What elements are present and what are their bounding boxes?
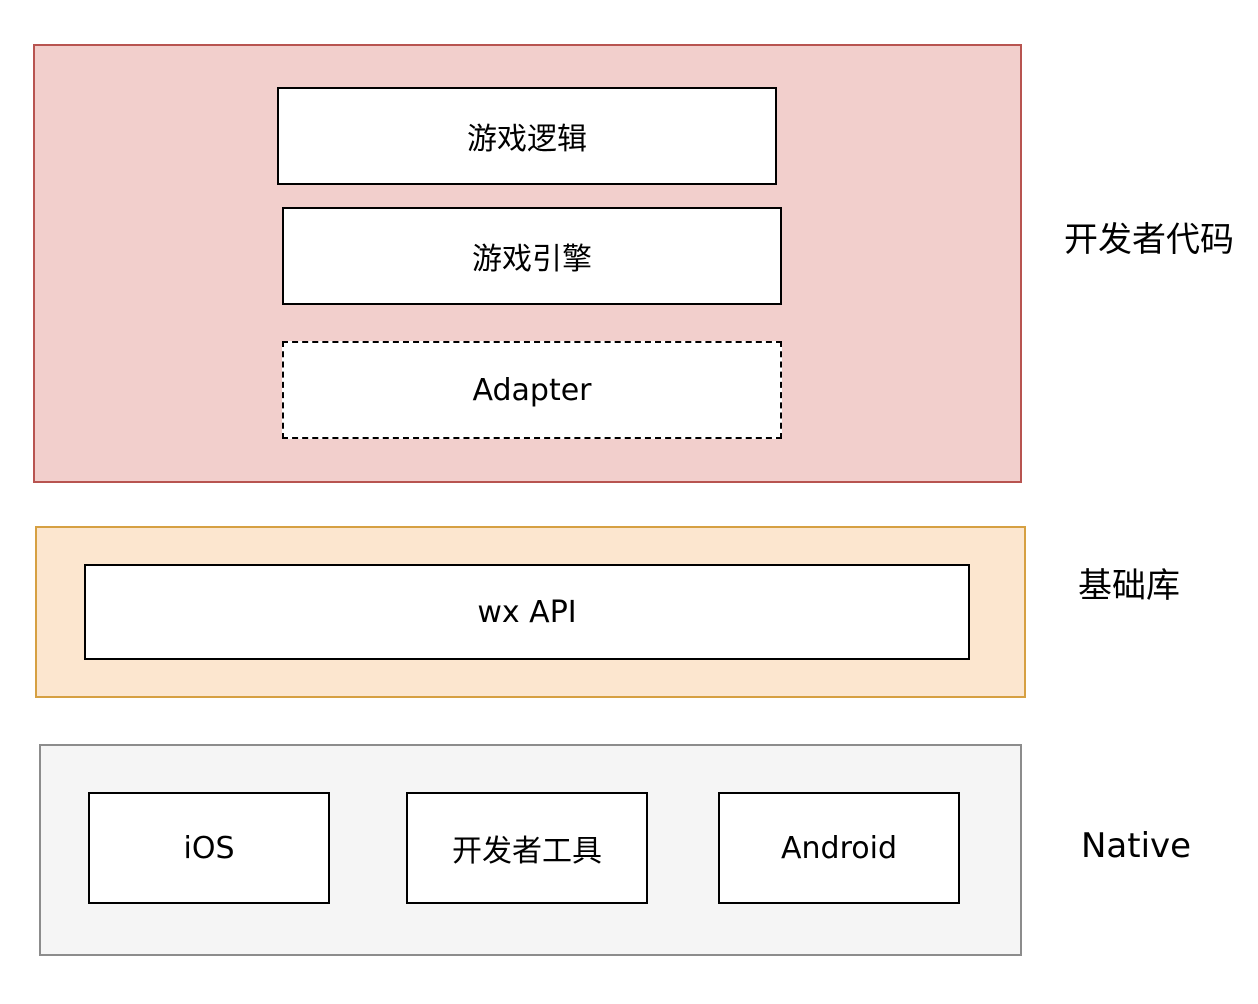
wx-api-label: wx API xyxy=(477,594,577,630)
adapter-box: Adapter xyxy=(282,341,782,439)
wx-api-box: wx API xyxy=(84,564,970,660)
ios-label: iOS xyxy=(183,830,235,866)
adapter-label: Adapter xyxy=(472,372,592,408)
native-layer-label: Native xyxy=(1081,826,1192,866)
developer-code-layer-label: 开发者代码 xyxy=(1064,220,1234,260)
base-library-layer-label: 基础库 xyxy=(1078,566,1180,606)
android-label: Android xyxy=(781,830,897,866)
devtools-label: 开发者工具 xyxy=(452,834,602,869)
ios-box: iOS xyxy=(88,792,330,904)
game-logic-box: 游戏逻辑 xyxy=(277,87,777,185)
game-engine-box: 游戏引擎 xyxy=(282,207,782,305)
game-logic-label: 游戏逻辑 xyxy=(467,122,587,157)
game-engine-label: 游戏引擎 xyxy=(472,242,592,277)
android-box: Android xyxy=(718,792,960,904)
devtools-box: 开发者工具 xyxy=(406,792,648,904)
